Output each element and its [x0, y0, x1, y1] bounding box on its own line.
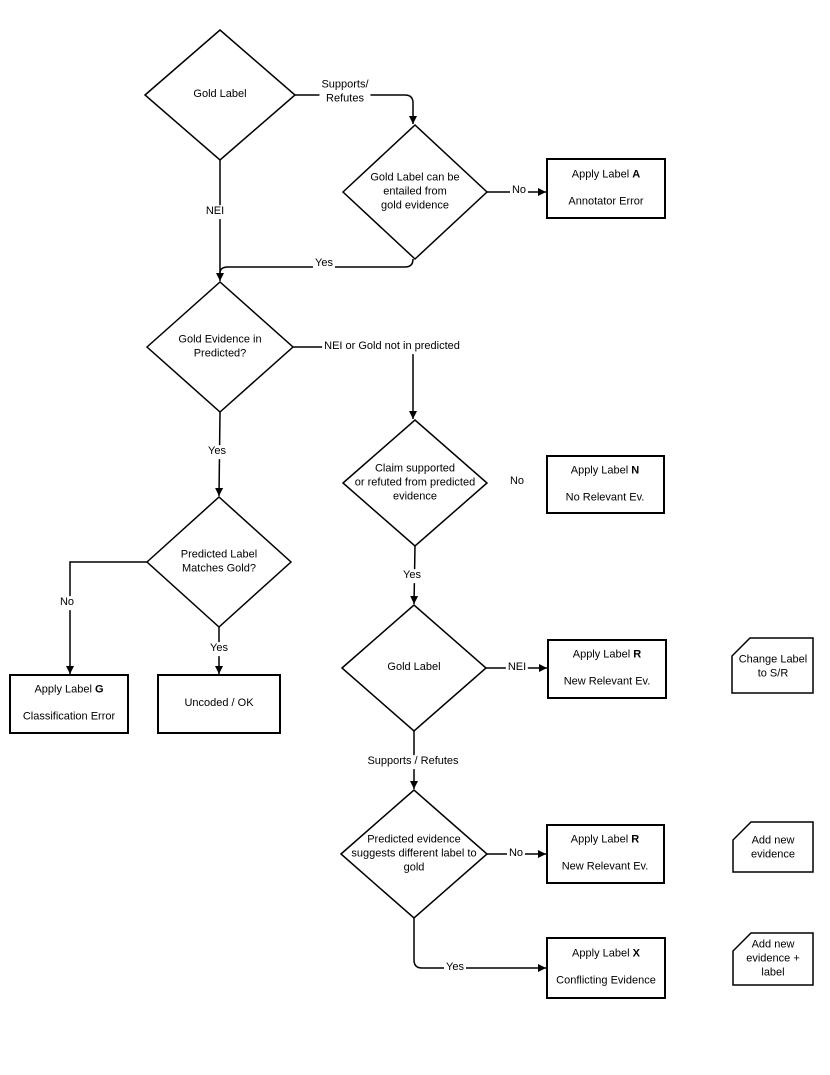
edge-label-no-label-match: No — [57, 596, 77, 610]
edge-label-supports-refutes-wrapped: Supports/ Refutes — [319, 78, 371, 106]
outcome-label-no-relevant-ev: Apply Label N No Relevant Ev. — [565, 464, 645, 504]
edge-goldevidence-to-claimsupported — [293, 346, 417, 419]
outcome-new-relevant-ev-1 — [547, 639, 667, 699]
outcome-label-new-relevant-ev-2: Apply Label R New Relevant Ev. — [561, 833, 649, 873]
edge-suggestsdifferent-to-conflicting — [413, 918, 546, 972]
edge-goldlabel1-to-entailed — [295, 94, 417, 124]
decision-gold-evidence-in-predicted — [145, 280, 295, 414]
decision-label-gold-label-1: Gold Label — [193, 88, 247, 101]
edge-label-no-claim-supported: No — [507, 475, 527, 489]
outcome-label-classification-error: Apply Label G Classification Error — [22, 683, 116, 723]
edge-label-nei-gold-label-2: NEI — [505, 661, 529, 675]
decision-label-predicted-matches-gold: Predicted Label Matches Gold? — [180, 548, 258, 574]
decision-gold-label-1 — [143, 29, 297, 161]
note-label-add-new-evidence: Add new evidence — [750, 834, 796, 860]
decision-label-gold-label-2: Gold Label — [387, 661, 441, 674]
decision-gold-label-2 — [340, 604, 488, 732]
outcome-classification-error — [9, 674, 129, 734]
edge-label-yes-label-match: Yes — [208, 642, 230, 656]
note-change-label — [731, 637, 814, 694]
decision-predicted-matches-gold — [145, 495, 293, 629]
decision-label-predicted-suggests-different: Predicted evidence suggests different la… — [351, 833, 477, 873]
note-add-new-evidence — [732, 821, 814, 873]
note-add-new-evidence-label — [732, 932, 814, 986]
edge-label-no-annotator: No — [509, 184, 529, 198]
decision-entailed-from-gold — [341, 123, 489, 261]
edge-label-yes-claim-supported: Yes — [401, 569, 423, 583]
outcome-label-annotator-error: Apply Label A Annotator Error — [568, 168, 644, 208]
edge-label-nei-or-gold-not-in-predicted: NEI or Gold not in predicted — [322, 340, 462, 354]
edge-label-nei-top: NEI — [203, 205, 227, 219]
note-label-add-new-evidence-label: Add new evidence + label — [746, 938, 800, 978]
decision-label-entailed-from-gold: Gold Label can be entailed from gold evi… — [370, 171, 460, 211]
edge-predictedmatch-to-classification-error — [66, 561, 147, 674]
outcome-no-relevant-ev — [546, 455, 665, 514]
decision-label-claim-supported: Claim supported or refuted from predicte… — [354, 462, 476, 502]
edge-label-yes-gold-in-predicted: Yes — [206, 445, 228, 459]
outcome-conflicting-evidence — [546, 937, 666, 999]
outcome-new-relevant-ev-2 — [546, 824, 665, 884]
outcome-label-new-relevant-ev-1: Apply Label R New Relevant Ev. — [563, 648, 651, 688]
edge-label-no-different-label: No — [506, 847, 526, 861]
edge-label-yes-different-label: Yes — [444, 961, 466, 975]
outcome-annotator-error — [546, 158, 666, 219]
edge-label-yes-entailed: Yes — [313, 257, 335, 271]
decision-predicted-suggests-different — [339, 789, 489, 919]
decision-claim-supported — [341, 419, 489, 547]
decision-label-gold-evidence-in-predicted: Gold Evidence in Predicted? — [178, 333, 262, 359]
outcome-uncoded-ok — [157, 674, 281, 734]
edge-label-supports-refutes: Supports / Refutes — [365, 755, 461, 769]
outcome-label-conflicting-evidence: Apply Label X Conflicting Evidence — [556, 947, 656, 987]
note-label-change-label: Change Label to S/R — [738, 653, 808, 679]
outcome-label-uncoded-ok: Uncoded / OK — [184, 697, 254, 710]
